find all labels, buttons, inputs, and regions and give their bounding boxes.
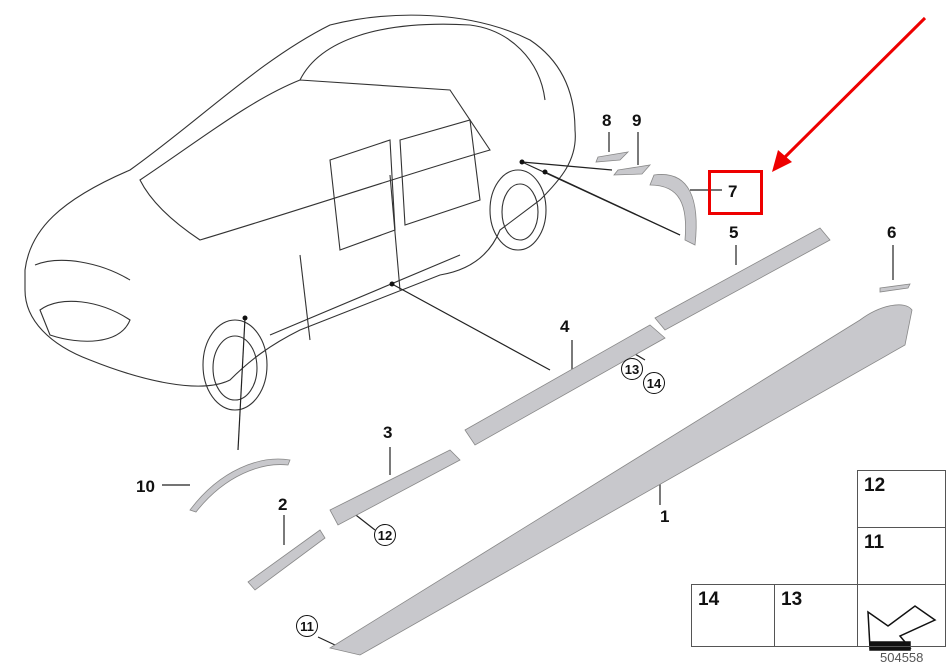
legend-box-11[interactable]: 11 (857, 527, 946, 585)
part-6-seal (879, 283, 911, 293)
bracket-part-2 (247, 529, 326, 591)
parts (189, 151, 913, 656)
sill-carrier-rear (654, 227, 831, 331)
callout-5[interactable]: 5 (729, 223, 739, 242)
circled-callout-14[interactable]: 14 (643, 372, 665, 394)
highlight-box-part-7 (708, 170, 763, 215)
callout-7[interactable]: 7 (728, 182, 738, 201)
circled-callout-13[interactable]: 13 (621, 358, 643, 380)
legend-box-arrow (857, 584, 946, 647)
callout-2[interactable]: 2 (278, 495, 288, 514)
circled-callout-11[interactable]: 11 (296, 615, 318, 637)
car-outline (24, 14, 576, 411)
callout-10[interactable]: 10 (136, 477, 155, 496)
leader-lines (162, 132, 894, 646)
callout-3[interactable]: 3 (383, 423, 393, 442)
circled-callout-12[interactable]: 12 (374, 524, 396, 546)
legend-box-12[interactable]: 12 (857, 470, 946, 528)
diagram-id: 504558 (880, 650, 924, 665)
callout-1[interactable]: 1 (660, 507, 670, 526)
callout-8[interactable]: 8 (602, 111, 612, 130)
arrow-icon (867, 605, 937, 651)
connection-dots (242, 159, 548, 321)
red-arrow-shaft (780, 16, 927, 162)
sill-carrier-middle (464, 324, 666, 446)
legend-box-13[interactable]: 13 (774, 584, 858, 647)
callout-4[interactable]: 4 (560, 317, 570, 336)
red-arrow-head (772, 150, 792, 172)
wheel-arch-trim-front (189, 458, 291, 513)
wheel-arch-trim-rear (649, 174, 697, 246)
side-sill-cover (328, 304, 913, 656)
callout-6[interactable]: 6 (887, 223, 897, 242)
callout-9[interactable]: 9 (632, 111, 642, 130)
sill-carrier-front (329, 449, 461, 526)
legend-box-14[interactable]: 14 (691, 584, 775, 647)
